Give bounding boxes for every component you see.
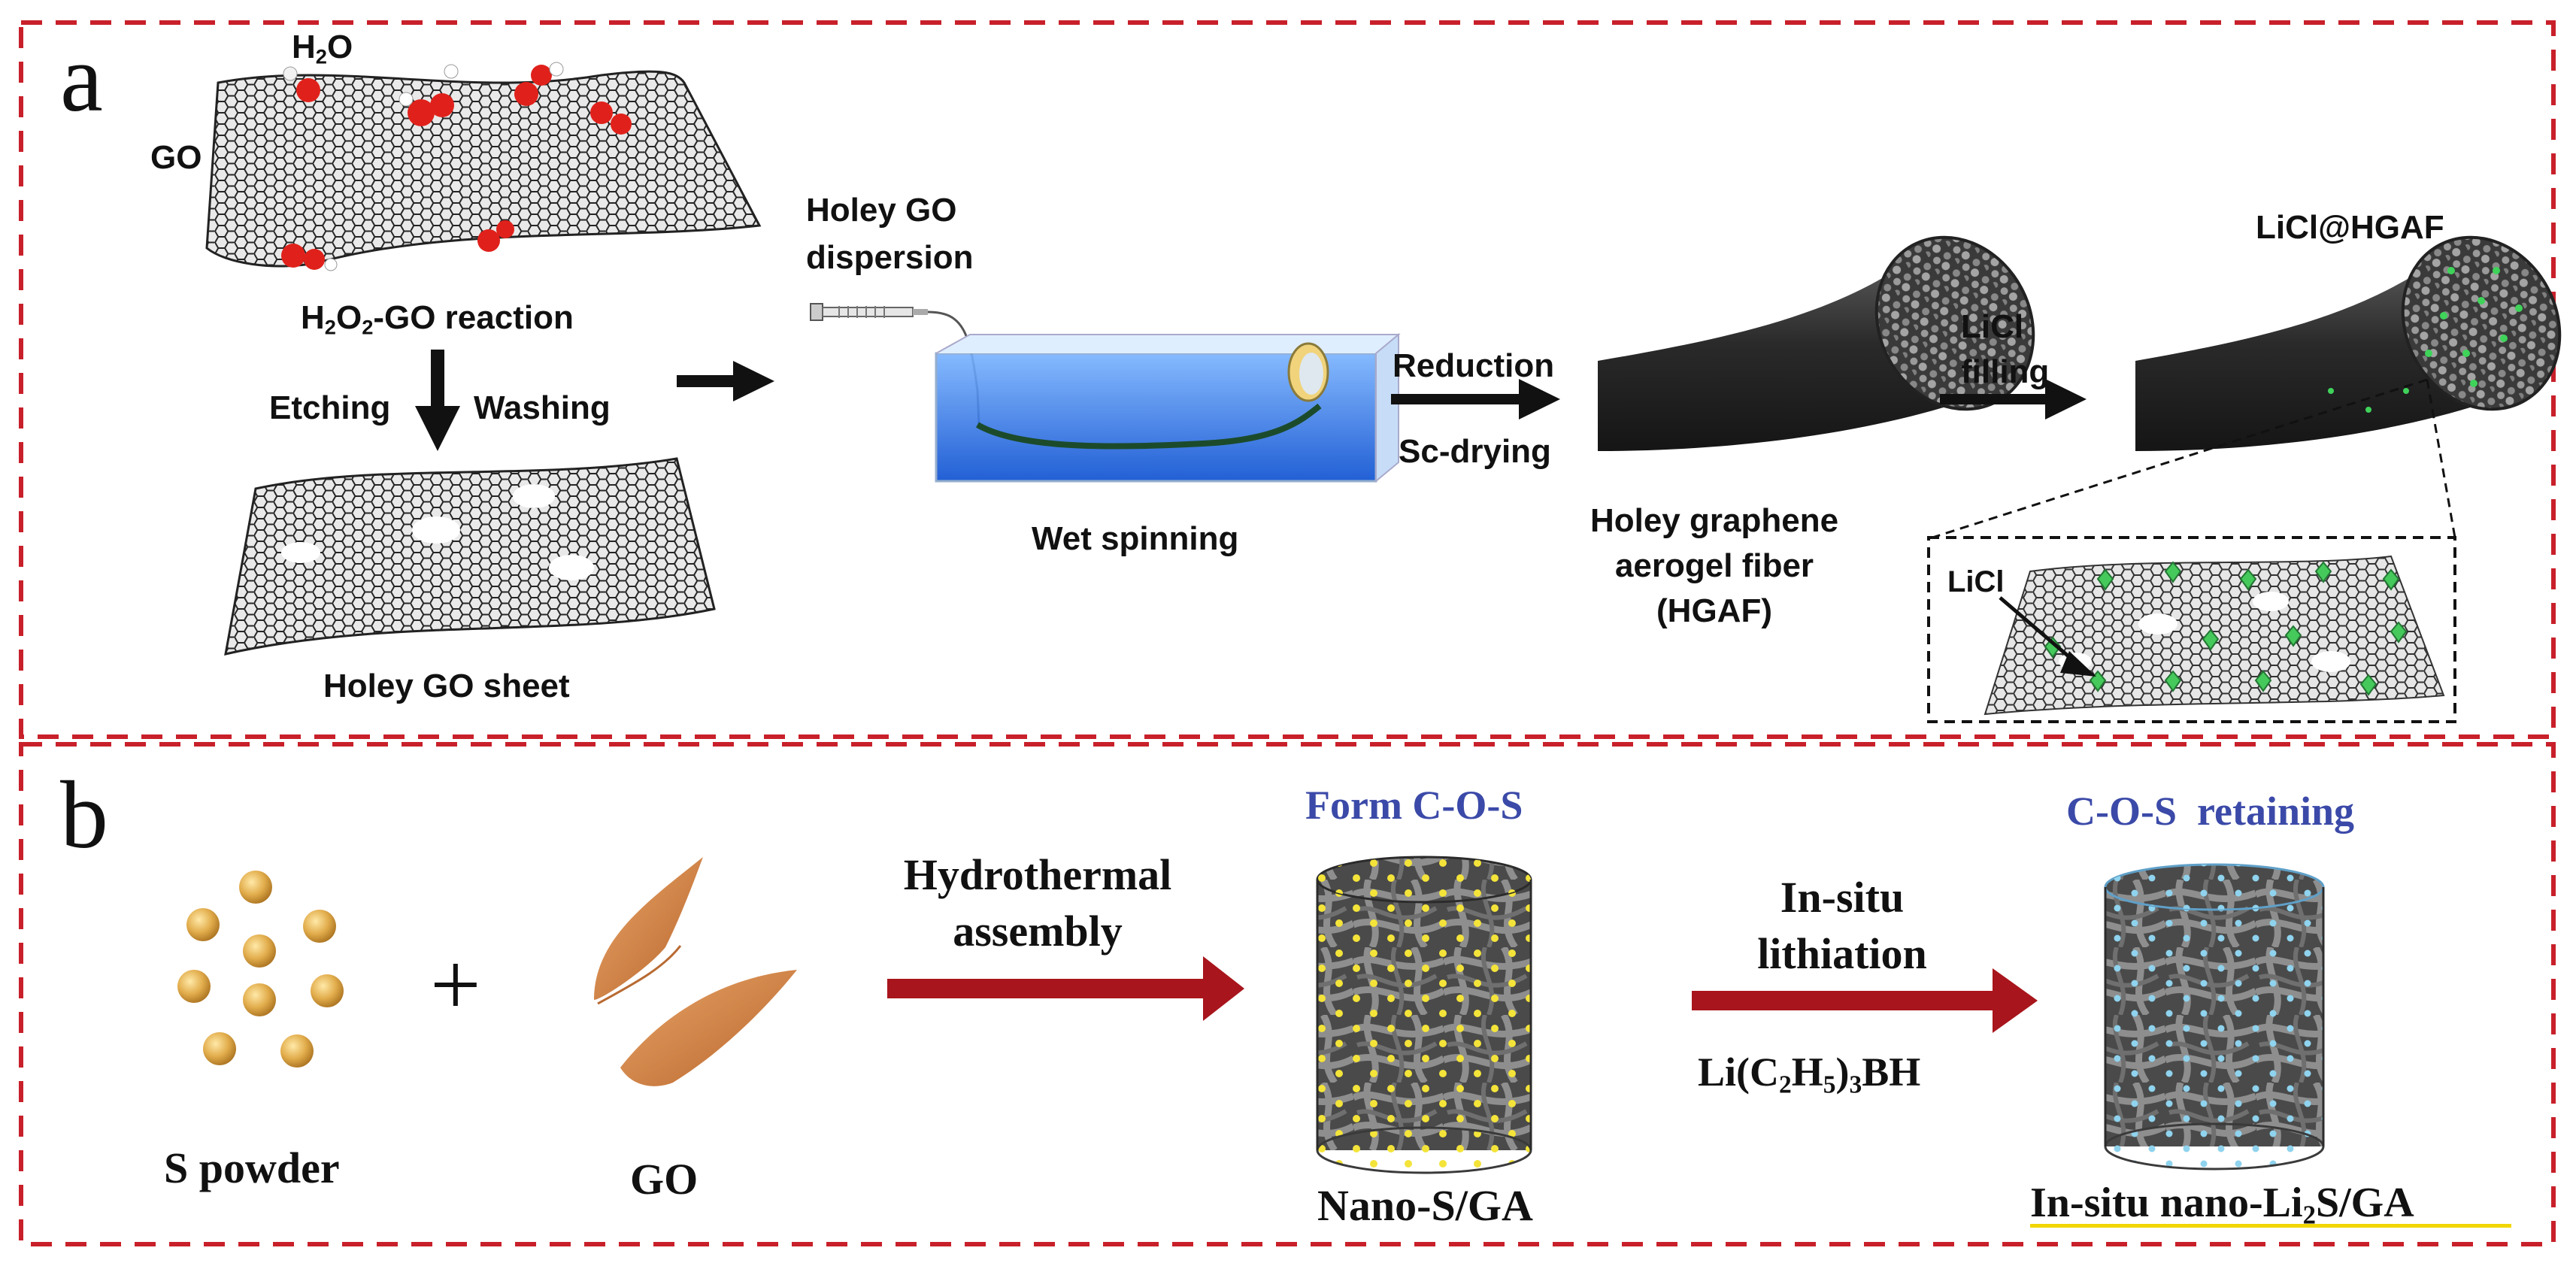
insitu-li2s-label: In-situ nano-Li2S/GA xyxy=(2030,1180,2414,1230)
molecule-icon xyxy=(281,62,632,271)
reaction-label: H2O2-GO reaction xyxy=(301,299,574,339)
hgaf-line3: (HGAF) xyxy=(1656,592,1772,629)
licl-filling-line1: LiCl xyxy=(1961,308,2024,345)
go-b-label: GO xyxy=(630,1155,699,1204)
hydrothermal-line1: Hydrothermal xyxy=(903,850,1172,899)
scdrying-label: Sc-drying xyxy=(1399,433,1551,470)
h2o-label: H2O xyxy=(292,29,353,68)
panel-b-letter: b xyxy=(60,762,108,868)
panel-a-letter: a xyxy=(60,25,103,132)
hydrothermal-line2: assembly xyxy=(953,907,1123,956)
zoom-lines xyxy=(1932,378,2456,539)
panel-b-frame xyxy=(19,742,2556,1246)
plus-sign: + xyxy=(430,934,481,1034)
form-cos-label: Form C-O-S xyxy=(1305,783,1523,828)
fiber-icon xyxy=(1598,235,2035,451)
holey-sheet-icon xyxy=(224,457,716,656)
nano-s-ga-label: Nano-S/GA xyxy=(1317,1181,1533,1230)
insitu-line2: lithiation xyxy=(1757,929,1927,978)
step-arrow-1 xyxy=(677,361,774,401)
hgaf-line2: aerogel fiber xyxy=(1614,547,1814,584)
licl-hgaf-label: LiCl@HGAF xyxy=(2256,209,2444,246)
washing-label: Washing xyxy=(474,389,611,426)
spinning-bath-icon xyxy=(935,332,1401,483)
s-particles-icon xyxy=(177,871,344,1068)
fiber-icon xyxy=(2135,235,2562,451)
licl-filling-line2: filling xyxy=(1961,353,2050,390)
reduction-arrow xyxy=(1391,379,1560,419)
graphene-sheet-icon xyxy=(205,62,762,271)
go-label: GO xyxy=(150,139,202,176)
licl-label: LiCl xyxy=(1947,565,2005,598)
licl-filling-arrow xyxy=(1940,379,2087,419)
hydrothermal-arrow xyxy=(887,956,1244,1021)
lithiation-arrow xyxy=(1692,968,2038,1033)
wet-spinning-label: Wet spinning xyxy=(1032,520,1239,557)
dispersion-label-line2: dispersion xyxy=(806,239,974,276)
licl-pointer-arrow xyxy=(1999,596,2096,677)
go-flake-icon xyxy=(594,857,797,1086)
etching-arrow xyxy=(415,350,460,451)
aerogel-cylinder-icon xyxy=(1316,856,1532,1174)
yellow-underline xyxy=(2030,1224,2511,1228)
holey-go-sheet-label: Holey GO sheet xyxy=(323,668,570,704)
dispersion-label-line1: Holey GO xyxy=(806,192,957,229)
cos-retaining-label: C-O-S retaining xyxy=(2066,789,2355,834)
etching-label: Etching xyxy=(269,389,391,426)
aerogel-cylinder-icon xyxy=(2104,863,2325,1171)
s-powder-label: S powder xyxy=(164,1143,340,1192)
reduction-label: Reduction xyxy=(1393,347,1555,384)
reagent-label: Li(C2H5)3BH xyxy=(1698,1049,1921,1099)
holey-sheet-icon xyxy=(1984,555,2445,716)
hgaf-line1: Holey graphene xyxy=(1590,502,1839,539)
insitu-line1: In-situ xyxy=(1780,873,1905,922)
panel-a-frame xyxy=(19,20,2556,739)
